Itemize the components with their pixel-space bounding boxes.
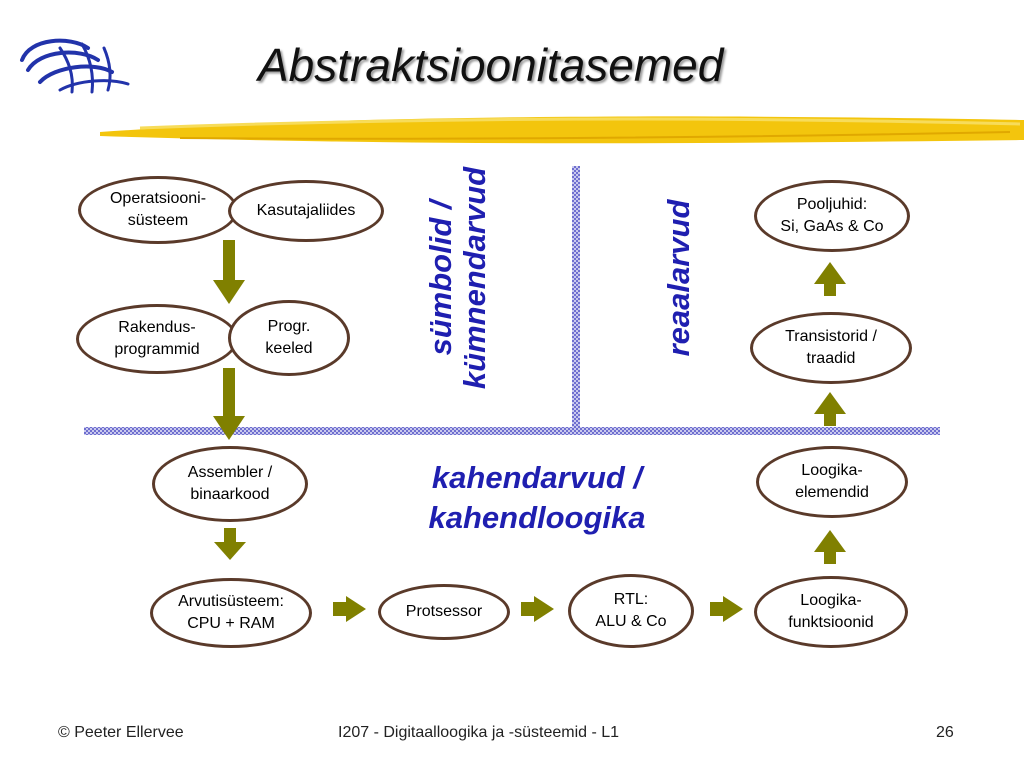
node-assembler: Assembler / binaarkood — [152, 446, 308, 522]
arrow-down-3 — [214, 528, 246, 560]
vertical-divider — [572, 166, 580, 430]
arrow-right-1 — [333, 596, 366, 622]
node-rtl: RTL: ALU & Co — [568, 574, 694, 648]
arrow-right-2 — [521, 596, 554, 622]
arrow-up-1 — [814, 530, 846, 564]
horizontal-divider — [84, 427, 940, 435]
arrow-right-3 — [710, 596, 743, 622]
node-loogikafunktsioonid: Loogika- funktsioonid — [754, 576, 908, 648]
label-reaalarvud: reaalarvud — [661, 199, 696, 357]
node-kasutajaliides: Kasutajaliides — [228, 180, 384, 242]
page-title: Abstraktsioonitasemed — [258, 39, 724, 91]
arrow-up-3 — [814, 262, 846, 296]
node-progr-keeled: Progr. keeled — [228, 300, 350, 376]
node-pooljuhid: Pooljuhid: Si, GaAs & Co — [754, 180, 910, 252]
footer-course: I207 - Digitaalloogika ja -süsteemid - L… — [338, 724, 620, 741]
arrow-up-2 — [814, 392, 846, 426]
label-symbolid: sümbolid / kümnendarvud — [423, 166, 492, 390]
label-kahendarvud: kahendarvud / kahendloogika — [428, 460, 646, 535]
node-protsessor: Protsessor — [378, 584, 510, 640]
title-underline-stroke — [100, 116, 1024, 144]
footer-author: © Peeter Ellervee — [58, 724, 184, 741]
node-transistorid: Transistorid / traadid — [750, 312, 912, 384]
arrow-down-2 — [213, 368, 245, 440]
node-loogikaelemendid: Loogika- elemendid — [756, 446, 908, 518]
logo-icon — [20, 38, 130, 94]
node-operatsioonisusteem: Operatsiooni- süsteem — [78, 176, 238, 244]
footer-page-number: 26 — [936, 724, 954, 741]
arrow-down-1 — [213, 240, 245, 304]
node-rakendusprogrammid: Rakendus- programmid — [76, 304, 238, 374]
node-arvutisusteem: Arvutisüsteem: CPU + RAM — [150, 578, 312, 648]
